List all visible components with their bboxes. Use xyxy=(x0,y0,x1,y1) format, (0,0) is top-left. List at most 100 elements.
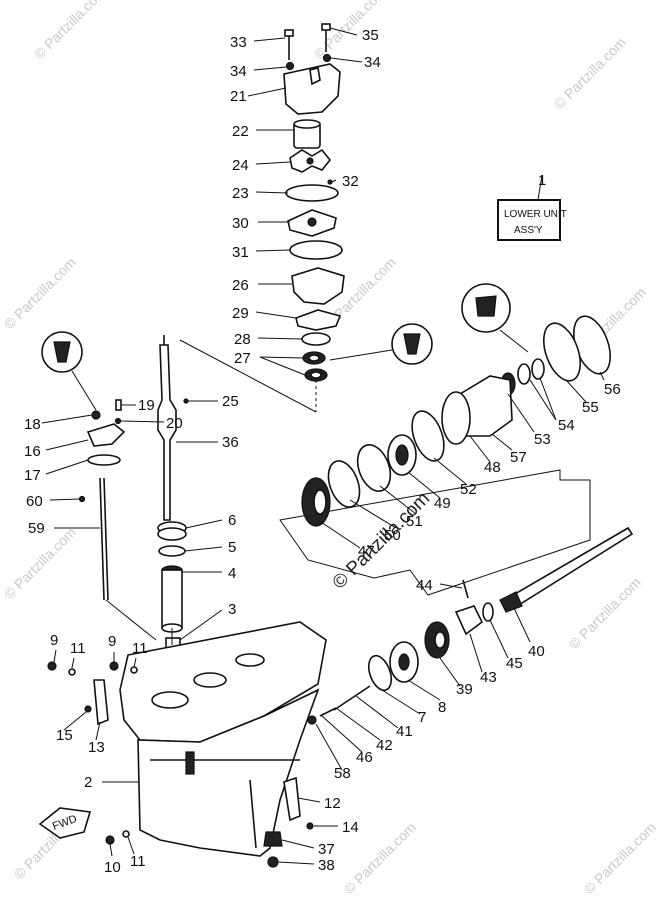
leader-55 xyxy=(565,379,587,403)
callout-40: 40 xyxy=(528,643,545,660)
lower-unit-frame xyxy=(497,199,561,241)
leader-21 xyxy=(247,87,287,97)
leader-11a xyxy=(71,657,75,669)
pump-base xyxy=(291,267,345,305)
leader-7 xyxy=(381,689,421,715)
oil-seal-27a-inner xyxy=(308,354,320,362)
callout-11b: 11 xyxy=(132,640,148,657)
leader-28 xyxy=(257,337,303,340)
leader-45 xyxy=(489,619,509,659)
callout-24: 24 xyxy=(232,157,249,174)
leader-42 xyxy=(335,707,381,741)
watermark-text: © Partzilla.com xyxy=(581,819,659,897)
leader-53 xyxy=(507,393,535,433)
leader-6 xyxy=(185,519,223,529)
callout-46: 46 xyxy=(356,749,373,766)
o-ring-55 xyxy=(542,322,582,382)
leader-43 xyxy=(469,633,483,673)
casing-body xyxy=(137,688,320,857)
leader-47 xyxy=(317,519,361,549)
plug-9a xyxy=(47,661,57,671)
callout-9b: 9 xyxy=(108,633,116,650)
callout-18: 18 xyxy=(24,416,41,433)
leader-54a xyxy=(529,379,557,421)
leader-56 xyxy=(599,371,605,381)
pump-housing xyxy=(283,63,341,115)
callout-7: 7 xyxy=(418,709,426,726)
leader-23 xyxy=(255,191,289,194)
callout-23: 23 xyxy=(232,185,249,202)
leader-34a xyxy=(253,66,287,71)
washer-20 xyxy=(114,417,122,425)
callout-59: 59 xyxy=(28,520,45,537)
leader-13 xyxy=(95,721,101,741)
drive-shaft xyxy=(157,344,177,521)
callout-21: 21 xyxy=(230,88,247,105)
leader-39 xyxy=(439,657,461,687)
callout-39: 39 xyxy=(456,681,473,698)
callout-41: 41 xyxy=(396,723,413,740)
leader-11b xyxy=(133,657,137,668)
callout-9a: 9 xyxy=(50,632,58,649)
dog-clutch xyxy=(454,605,484,636)
lower-unit-line1: LOWER UNIT xyxy=(504,209,567,220)
shaft-spline-end xyxy=(499,591,523,613)
callout-52: 52 xyxy=(460,481,477,498)
bolt-19 xyxy=(115,399,122,411)
leader-32 xyxy=(331,179,337,183)
shift-rod-lever xyxy=(86,423,126,447)
sleeve-4 xyxy=(161,569,183,629)
leader-52 xyxy=(433,457,467,485)
callout-16: 16 xyxy=(24,443,41,460)
callout-28: 28 xyxy=(234,331,251,348)
leader-51 xyxy=(379,485,417,515)
leader-lines xyxy=(41,27,605,865)
watermark-text: © Partzilla.com xyxy=(1,254,79,332)
callout-33: 33 xyxy=(230,34,247,51)
callout-11a: 11 xyxy=(70,640,86,657)
callout-12: 12 xyxy=(324,795,341,812)
oil-seal-27b-inner xyxy=(310,371,322,379)
callout-56: 56 xyxy=(604,381,621,398)
leader-16 xyxy=(45,439,89,451)
leader-24 xyxy=(255,161,291,165)
callout-57: 57 xyxy=(510,449,527,466)
leader-44 xyxy=(439,583,463,589)
gasket-31 xyxy=(289,240,343,260)
plate-hole xyxy=(307,217,317,227)
leader-29 xyxy=(255,311,297,319)
leader-12 xyxy=(297,797,321,803)
shift-rod-edge xyxy=(103,477,109,601)
callout-17: 17 xyxy=(24,467,41,484)
leader-9a xyxy=(53,649,57,663)
leader-3 xyxy=(179,609,223,641)
callout-26: 26 xyxy=(232,277,249,294)
leader-27b xyxy=(259,356,306,376)
lower-unit-line2: ASS'Y xyxy=(514,225,543,236)
callout-14: 14 xyxy=(342,819,359,836)
boot-18 xyxy=(91,410,101,420)
callout-54: 54 xyxy=(558,417,575,434)
casing-cavity-1 xyxy=(151,691,189,709)
leader-41 xyxy=(355,695,399,729)
shift-rod xyxy=(99,477,105,601)
callout-36: 36 xyxy=(222,434,239,451)
part-58 xyxy=(307,715,317,725)
leader-5 xyxy=(184,546,223,552)
leader-60 xyxy=(49,498,81,501)
leader-17 xyxy=(45,459,89,475)
callout-4: 4 xyxy=(228,565,236,582)
shift-plunger xyxy=(333,685,371,711)
fwd-arrow: FWD xyxy=(38,807,92,839)
ring-50 xyxy=(327,460,361,508)
washer-34a xyxy=(285,61,295,71)
callout-3: 3 xyxy=(228,601,236,618)
part-54b xyxy=(517,363,531,385)
leader-10 xyxy=(109,843,113,857)
leader-18 xyxy=(41,414,93,424)
callout-15: 15 xyxy=(56,727,73,744)
callout-48: 48 xyxy=(484,459,501,476)
leader-46 xyxy=(321,715,363,753)
shim-51 xyxy=(356,444,392,492)
